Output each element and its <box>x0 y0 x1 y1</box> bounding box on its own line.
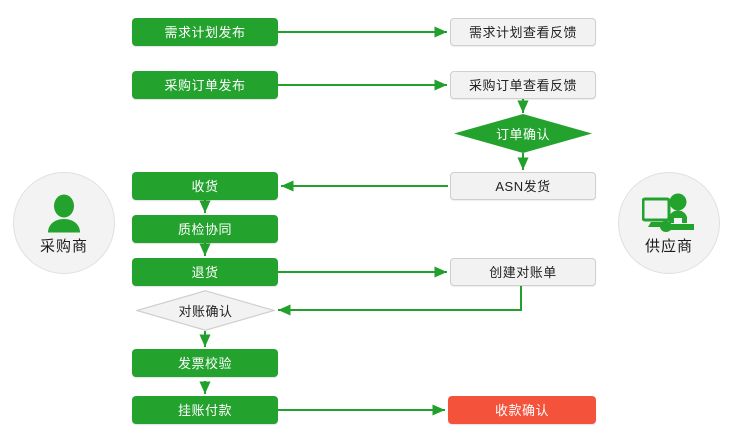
node-invoice-verify[interactable]: 发票校验 <box>132 349 278 377</box>
node-label: 挂账付款 <box>177 402 232 418</box>
node-reconcile-confirm[interactable]: 对账确认 <box>134 290 277 331</box>
node-label: ASN发货 <box>495 178 551 194</box>
node-quality-collab[interactable]: 质检协同 <box>132 215 278 243</box>
node-label: 收款确认 <box>494 402 549 418</box>
actor-buyer[interactable]: 采购商 <box>13 172 115 274</box>
node-label: 对账确认 <box>178 304 233 319</box>
node-label: 退货 <box>191 264 219 280</box>
node-demand-plan-feedback[interactable]: 需求计划查看反馈 <box>450 18 596 46</box>
edge-create-statement-to-reconcile <box>278 286 522 316</box>
node-label: 创建对账单 <box>489 264 557 280</box>
node-label: 收货 <box>191 178 219 194</box>
node-order-confirm[interactable]: 订单确认 <box>454 114 592 153</box>
node-label: 质检协同 <box>177 221 232 237</box>
node-po-feedback[interactable]: 采购订单查看反馈 <box>450 71 596 99</box>
actor-supplier-label: 供应商 <box>644 238 693 255</box>
node-asn-shipment[interactable]: ASN发货 <box>450 172 596 200</box>
node-return-goods[interactable]: 退货 <box>132 258 278 286</box>
person-icon <box>36 192 92 238</box>
node-label: 采购订单查看反馈 <box>468 77 577 93</box>
node-label: 发票校验 <box>177 355 232 371</box>
actor-buyer-label: 采购商 <box>39 238 88 255</box>
node-po-publish[interactable]: 采购订单发布 <box>132 71 278 99</box>
node-label: 需求计划发布 <box>164 24 246 40</box>
node-demand-plan-publish[interactable]: 需求计划发布 <box>132 18 278 46</box>
diamond-shape <box>134 290 277 331</box>
node-label: 需求计划查看反馈 <box>468 24 577 40</box>
node-label: 采购订单发布 <box>164 77 246 93</box>
node-receive-goods[interactable]: 收货 <box>132 172 278 200</box>
diamond-shape <box>454 114 592 153</box>
person-at-computer-icon <box>641 192 697 238</box>
node-payable-payment[interactable]: 挂账付款 <box>132 396 278 424</box>
node-receipt-confirm[interactable]: 收款确认 <box>448 396 596 424</box>
actor-supplier[interactable]: 供应商 <box>618 172 720 274</box>
node-create-statement[interactable]: 创建对账单 <box>450 258 596 286</box>
node-label: 订单确认 <box>495 127 550 142</box>
